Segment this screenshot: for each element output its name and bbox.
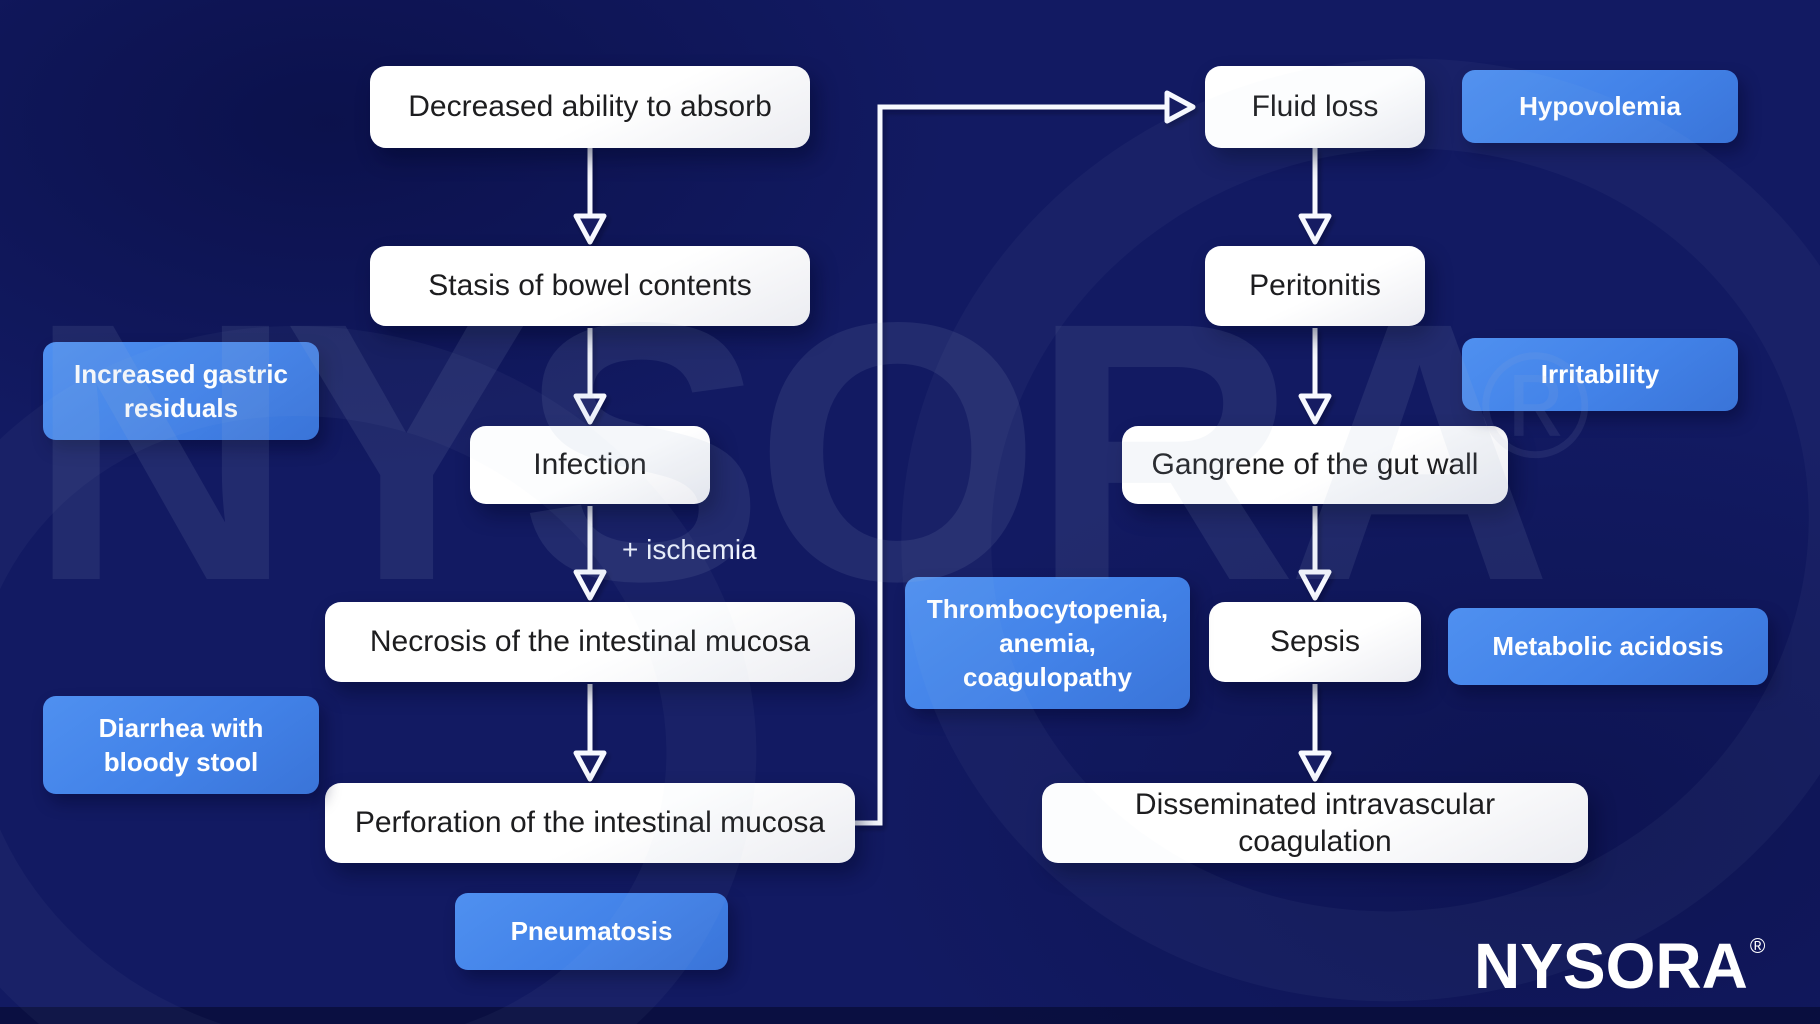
node-fluid-loss: Fluid loss	[1205, 66, 1425, 148]
sign-metabolic-acidosis: Metabolic acidosis	[1448, 608, 1768, 685]
node-perforation-intestinal-mucosa: Perforation of the intestinal mucosa	[325, 783, 855, 863]
sign-pneumatosis: Pneumatosis	[455, 893, 728, 970]
sign-diarrhea-with-bloody-stool: Diarrhea with bloody stool	[43, 696, 319, 794]
nysora-logo: NYSORA ®	[1474, 934, 1765, 998]
node-gangrene-of-gut-wall: Gangrene of the gut wall	[1122, 426, 1508, 504]
node-stasis-of-bowel-contents: Stasis of bowel contents	[370, 246, 810, 326]
node-sepsis: Sepsis	[1209, 602, 1421, 682]
sign-hypovolemia: Hypovolemia	[1462, 70, 1738, 143]
node-necrosis-intestinal-mucosa: Necrosis of the intestinal mucosa	[325, 602, 855, 682]
bottom-shade-band	[0, 1007, 1820, 1024]
sign-irritability: Irritability	[1462, 338, 1738, 411]
registered-trademark-icon: ®	[1749, 935, 1766, 958]
arrow-perforation-to-fluidloss	[855, 90, 1196, 826]
node-infection: Infection	[470, 426, 710, 504]
logo-text: NYSORA	[1474, 930, 1748, 1002]
node-peritonitis: Peritonitis	[1205, 246, 1425, 326]
node-disseminated-intravascular-coagulation: Disseminated intravascular coagulation	[1042, 783, 1588, 863]
node-decreased-ability-to-absorb: Decreased ability to absorb	[370, 66, 810, 148]
ischemia-annotation: + ischemia	[622, 534, 757, 565]
sign-thrombocytopenia-anemia-coagulopathy: Thrombocytopenia, anemia, coagulopathy	[905, 577, 1190, 709]
sign-increased-gastric-residuals: Increased gastric residuals	[43, 342, 319, 440]
